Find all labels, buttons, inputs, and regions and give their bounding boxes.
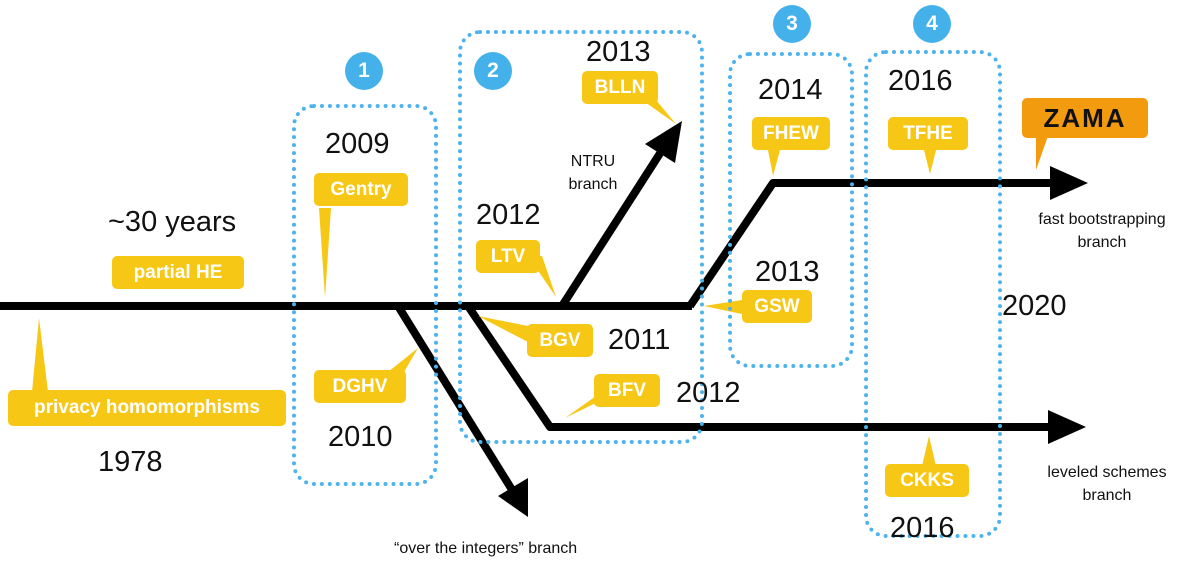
ntru-branch-label: NTRU branch [558,150,628,196]
gentry-pointer [319,208,331,298]
era-number-3: 3 [773,5,811,43]
year-bfv: 2012 [676,377,741,409]
ntru-branch-line-1: NTRU [570,153,616,170]
gsw-pointer [704,300,742,314]
tfhe-pointer [924,150,936,174]
blln-pointer [642,100,676,124]
blln-tag: BLLN [582,71,658,104]
over-integers-arrowhead [498,478,528,517]
ltv-tag: LTV [476,240,540,273]
era-box-4 [864,50,1002,538]
year-gsw: 2013 [755,256,820,288]
era-box-3 [728,52,854,368]
fast-bootstrapping-line-2: branch [1077,234,1127,252]
leveled-schemes-line-1: leveled schemes [1047,464,1167,481]
year-blln: 2013 [586,36,651,68]
dghv-pointer [388,348,418,372]
year-tfhe: 2016 [888,65,953,97]
ntru-branch-line [558,141,670,309]
fast-bootstrapping-line-1: fast bootstrapping [1038,211,1166,228]
year-bgv: 2011 [608,324,671,356]
year-ltv: 2012 [476,199,541,231]
fhew-pointer [768,150,780,176]
year-ckks: 2016 [890,512,955,544]
era-number-2: 2 [474,52,512,90]
era-box-1 [292,104,438,486]
ntru-branch-line-2: branch [568,176,618,194]
era-number-1: 1 [345,52,383,90]
fast-bootstrapping-label: fast bootstrapping branch [1032,208,1172,254]
bfv-tag: BFV [594,374,660,407]
fast-bootstrapping-line [686,179,1052,309]
leveled-schemes-line-2: branch [1082,487,1132,505]
year-gentry: 2009 [325,128,390,160]
bgv-tag: BGV [527,324,593,357]
era-box-2 [458,30,704,444]
year-30-years: ~30 years [108,206,237,238]
ntru-branch-arrowhead [645,121,682,163]
zama-pointer [1036,136,1048,170]
year-fhew: 2014 [758,74,823,106]
over-integers-line [394,303,518,496]
era-number-4: 4 [913,5,951,43]
dghv-tag: DGHV [314,370,406,403]
gsw-tag: GSW [742,290,812,323]
year-dghv: 2010 [328,421,393,453]
privacy-homomorphisms-tag: privacy homomorphisms [8,390,286,426]
ckks-pointer [922,436,936,466]
bgv-pointer [478,316,528,342]
privacy-homomorphisms-pointer [32,318,48,392]
year-1978: 1978 [98,446,163,478]
leveled-schemes-label: leveled schemes branch [1042,461,1172,507]
gentry-tag: Gentry [314,173,408,206]
fast-bootstrapping-arrowhead [1050,166,1088,200]
tfhe-tag: TFHE [888,117,968,150]
zama-logo: ZAMA [1022,98,1148,138]
partial-he-tag: partial HE [112,256,244,289]
over-integers-label: “over the integers” branch [394,540,578,557]
year-2020: 2020 [1002,290,1067,322]
ckks-tag: CKKS [885,464,969,497]
leveled-branch-arrowhead [1048,410,1086,444]
leveled-branch-line [464,303,1050,431]
fhew-tag: FHEW [752,117,830,150]
